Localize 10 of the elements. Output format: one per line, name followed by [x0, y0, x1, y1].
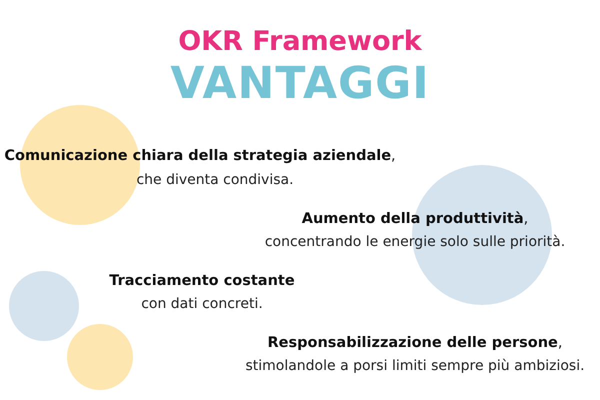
benefit-description: concentrando le energie solo sulle priorità. [264, 234, 566, 250]
heading: VANTAGGI [170, 58, 430, 109]
benefit-heading: Tracciamento costante [109, 273, 295, 289]
benefit-description: che diventa condivisa. [136, 172, 294, 188]
benefit-heading: Responsabilizzazione delle persone, [268, 335, 562, 351]
benefit-description: con dati concreti. [141, 296, 263, 312]
benefit-description: stimolandole a porsi limiti sempre più ambiziosi. [245, 358, 585, 374]
benefit-heading: Aumento della produttività, [302, 211, 528, 227]
benefit-heading: Comunicazione chiara della strategia aziendale, [4, 148, 396, 164]
title: OKR Framework [178, 26, 422, 57]
